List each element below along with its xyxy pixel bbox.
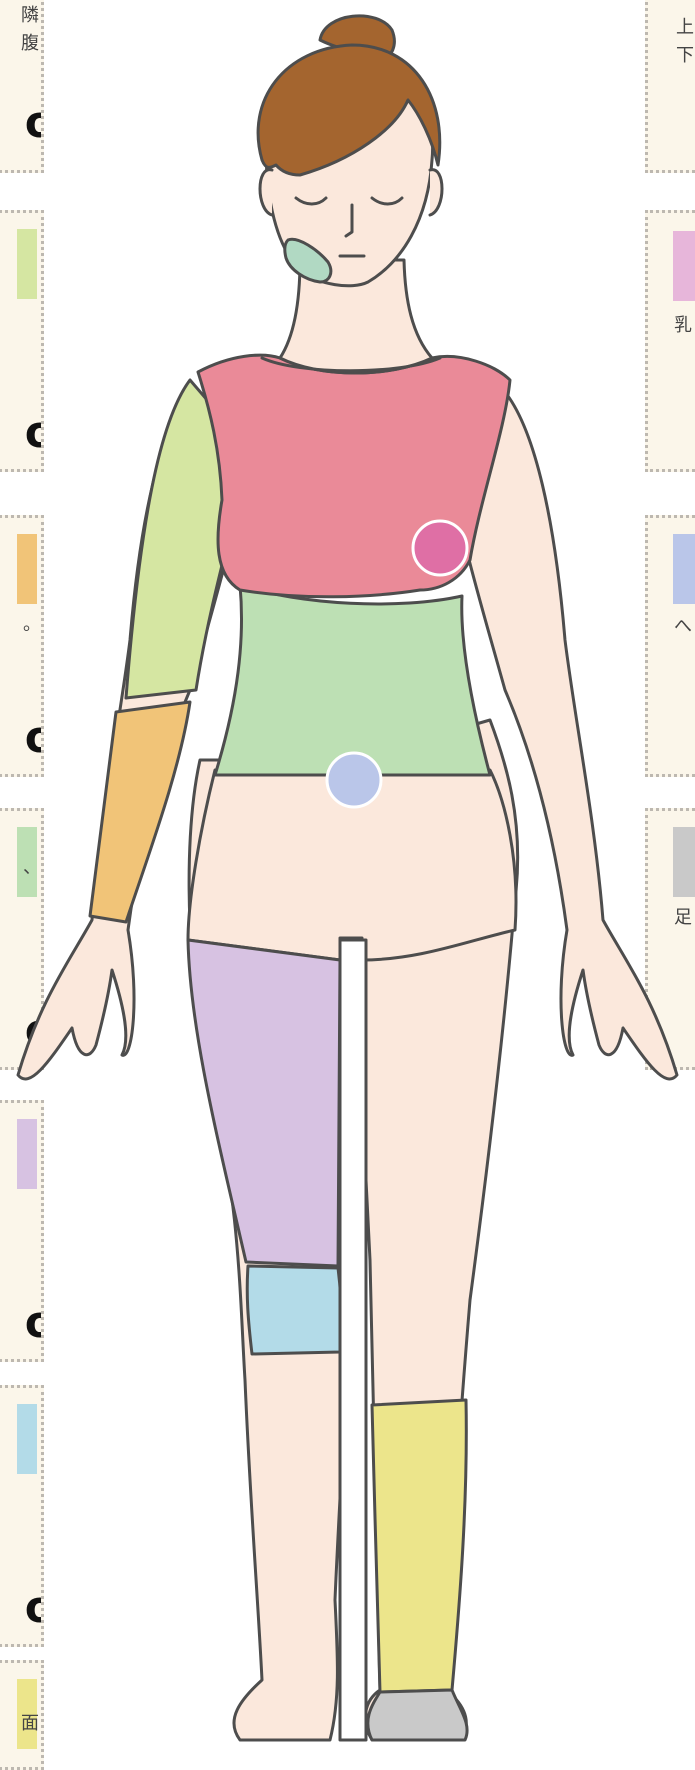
- forearm-zone: [90, 702, 190, 922]
- belly-zone: [215, 585, 490, 775]
- leg-gap: [340, 940, 366, 1740]
- right-ear: [430, 170, 442, 215]
- left-ear: [260, 170, 272, 215]
- shin-zone: [372, 1400, 466, 1692]
- navel-marker: [327, 753, 381, 807]
- nipple-marker: [413, 521, 467, 575]
- foot-zone: [368, 1690, 467, 1740]
- knee-zone: [247, 1266, 341, 1354]
- thigh-zone: [188, 940, 340, 1266]
